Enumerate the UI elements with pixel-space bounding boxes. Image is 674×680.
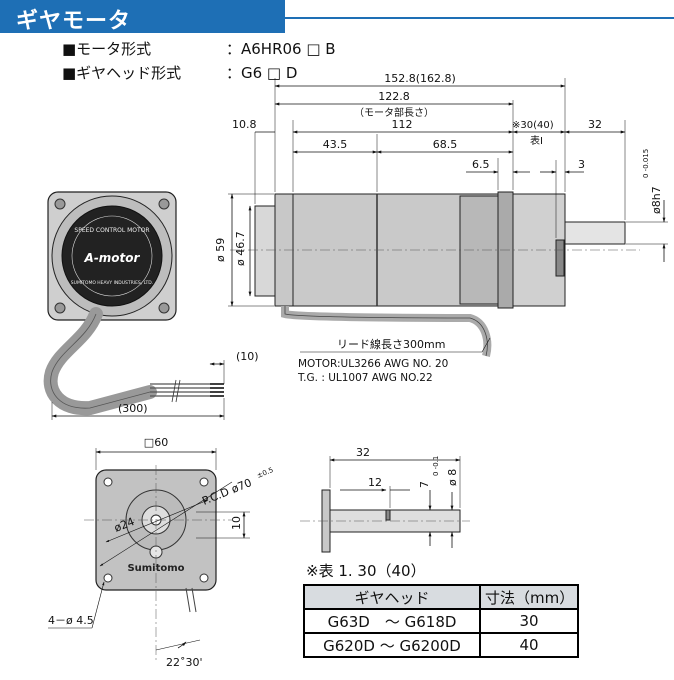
shaft-detail: 32 12 7 0 -0.1 ø 8 (300, 446, 470, 553)
dim-seg1: 43.5 (323, 138, 348, 151)
key-height: 7 (418, 481, 431, 488)
shaft-length: 32 (356, 446, 370, 459)
title-bar: ギヤモータ (0, 0, 285, 34)
gearhead-table: ギヤヘッド 寸法（mm） G63D ～ G618D 30 G620D ～ G62… (303, 584, 579, 658)
dim-10: 10 (230, 516, 243, 530)
label-top-text: SPEED CONTROL MOTOR (74, 227, 149, 234)
dim-holes: 4－ø 4.5 (48, 614, 94, 627)
dim-overall: 152.8(162.8) (384, 72, 456, 85)
spec-label: ■モータ形式 (62, 40, 152, 58)
dim-seg2: 68.5 (433, 138, 458, 151)
a-motor-logo: A-motor (84, 251, 141, 265)
dim-dia467: ø 46.7 (234, 231, 247, 266)
table-cell: G620D ～ G6200D (303, 632, 481, 658)
dim-body-length: 112 (392, 118, 413, 131)
motor-wire-spec: MOTOR:UL3266 AWG NO. 20 (298, 358, 448, 370)
dim-left-ext: 10.8 (232, 118, 257, 131)
spec-label: ■ギヤヘッド形式 (62, 64, 182, 82)
table-header-row: ギヤヘッド 寸法（mm） (303, 584, 579, 610)
title-rule (285, 17, 674, 19)
dim-dia59: ø 59 (214, 238, 227, 262)
dim-6-5: 6.5 (472, 158, 490, 171)
dim-pcd-tol: ±0.5 (256, 466, 275, 480)
dim-shaft-dia: ø8h7 (650, 186, 663, 214)
table-row: G620D ～ G6200D 40 (303, 632, 579, 658)
dim-shaft-tol: 0 -0.015 (642, 149, 650, 178)
spec-value: ：A6HR06 □ B (226, 40, 336, 58)
table-row: G63D ～ G618D 30 (303, 608, 579, 634)
dim-square: □60 (144, 436, 168, 449)
motor-side-view: 152.8(162.8) 122.8 （モータ部長さ） 112 10.8 43.… (214, 72, 668, 384)
page-title: ギヤモータ (16, 9, 132, 34)
key-length: 12 (368, 476, 382, 489)
table-cell: 40 (479, 632, 579, 658)
lead-length-note: リード線長さ300mm (337, 337, 445, 351)
dim-motor-length-note: （モータ部長さ） (354, 106, 434, 119)
spec-gearhead: ■ギヤヘッド形式 ：G6 □ D (62, 62, 297, 83)
cable-length: (300) (118, 402, 148, 415)
dim-3: 3 (578, 158, 585, 171)
tg-wire-spec: T.G. : UL1007 AWG NO.22 (297, 372, 433, 384)
spec-value: ：G6 □ D (226, 64, 298, 82)
dim-motor-length: 122.8 (378, 90, 410, 103)
dim-gear-note2: 表Ⅰ (530, 134, 543, 147)
gearhead-front-view: □60 Sumitomo P.C.D ø70 ±0.5 ø24 10 4－ø 4… (48, 436, 275, 669)
label-bottom-text: SUMITOMO HEAVY INDUSTRIES, LTD. (71, 280, 153, 286)
table-cell: 30 (479, 608, 579, 634)
table-header: 寸法（mm） (479, 584, 579, 610)
shaft-diameter: ø 8 (446, 469, 459, 486)
spec-motor: ■モータ形式 ：A6HR06 □ B (62, 38, 336, 59)
dim-gear-note: ※30(40) (512, 120, 554, 131)
key-height-tol: 0 -0.1 (432, 456, 440, 476)
dim-angle: 22˚30' (166, 656, 203, 669)
table-header: ギヤヘッド (303, 584, 481, 610)
table-note: ※表 1. 30（40） (306, 562, 426, 580)
table-cell: G63D ～ G618D (303, 608, 481, 634)
dim-shaft: 32 (588, 118, 602, 131)
strip-length: (10) (236, 350, 259, 363)
motor-end-view: SPEED CONTROL MOTOR A-motor SUMITOMO HEA… (43, 191, 259, 420)
